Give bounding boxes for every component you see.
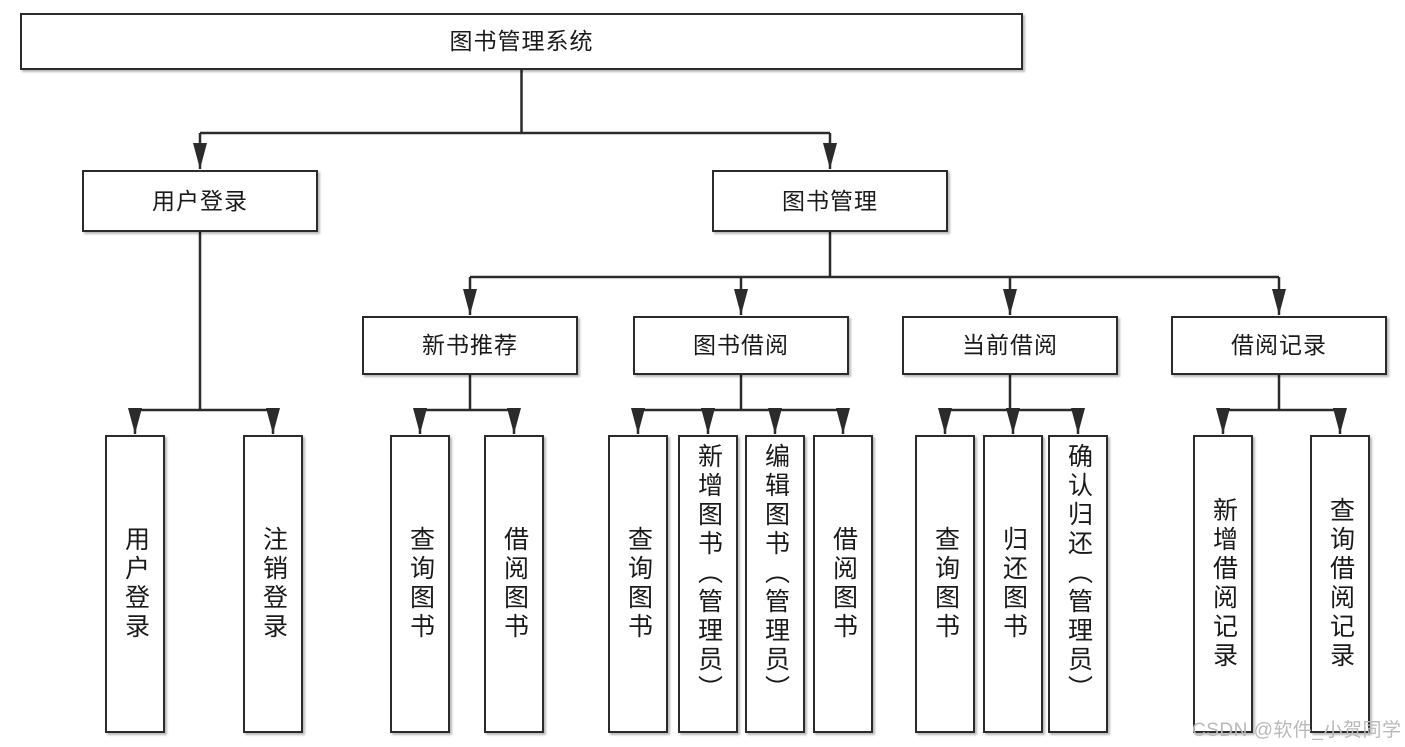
- node-label: 图书管理系统: [449, 28, 594, 55]
- node-label: 借阅记录: [1231, 332, 1327, 359]
- node-leaf-edit-book[interactable]: 编辑图书（管理员）: [745, 435, 805, 733]
- node-leaf-confirm-return[interactable]: 确认归还（管理员）: [1048, 435, 1108, 733]
- node-label: 新书推荐: [422, 332, 518, 359]
- node-book-borrow[interactable]: 图书借阅: [633, 316, 849, 375]
- node-label: 借阅图书: [500, 526, 529, 642]
- node-current-borrow[interactable]: 当前借阅: [902, 316, 1118, 375]
- node-new-book-recommend[interactable]: 新书推荐: [362, 316, 578, 375]
- node-leaf-query-book-recommend[interactable]: 查询图书: [390, 435, 450, 733]
- node-leaf-add-borrow-record[interactable]: 新增借阅记录: [1193, 435, 1253, 733]
- node-label: 借阅图书: [829, 526, 858, 642]
- node-root[interactable]: 图书管理系统: [20, 13, 1023, 70]
- node-label: 查询借阅记录: [1326, 497, 1355, 671]
- node-leaf-user-login[interactable]: 用户登录: [105, 435, 165, 733]
- node-label: 确认归还（管理员）: [1064, 443, 1093, 704]
- node-label: 归还图书: [999, 526, 1028, 642]
- node-leaf-borrow-book-recommend[interactable]: 借阅图书: [484, 435, 544, 733]
- node-label: 当前借阅: [962, 332, 1058, 359]
- node-book-manage[interactable]: 图书管理: [712, 170, 948, 232]
- node-leaf-query-borrow-record[interactable]: 查询借阅记录: [1310, 435, 1370, 733]
- node-label: 查询图书: [406, 526, 435, 642]
- node-label: 编辑图书（管理员）: [761, 443, 790, 704]
- node-leaf-query-book-borrow[interactable]: 查询图书: [608, 435, 668, 733]
- node-label: 图书管理: [782, 187, 878, 214]
- node-leaf-query-book-current[interactable]: 查询图书: [915, 435, 975, 733]
- node-label: 注销登录: [259, 526, 288, 642]
- node-leaf-add-book[interactable]: 新增图书（管理员）: [678, 435, 738, 733]
- node-label: 新增借阅记录: [1209, 497, 1238, 671]
- node-label: 用户登录: [121, 526, 150, 642]
- node-label: 用户登录: [152, 187, 248, 214]
- node-borrow-record[interactable]: 借阅记录: [1171, 316, 1387, 375]
- node-leaf-user-logout[interactable]: 注销登录: [243, 435, 303, 733]
- node-leaf-borrow-book[interactable]: 借阅图书: [813, 435, 873, 733]
- node-label: 查询图书: [931, 526, 960, 642]
- node-label: 查询图书: [624, 526, 653, 642]
- node-user-login[interactable]: 用户登录: [82, 170, 318, 232]
- node-label: 新增图书（管理员）: [694, 443, 723, 704]
- node-label: 图书借阅: [693, 332, 789, 359]
- node-leaf-return-book[interactable]: 归还图书: [983, 435, 1043, 733]
- watermark-label: CSDN @软件_小贺同学: [1192, 720, 1402, 741]
